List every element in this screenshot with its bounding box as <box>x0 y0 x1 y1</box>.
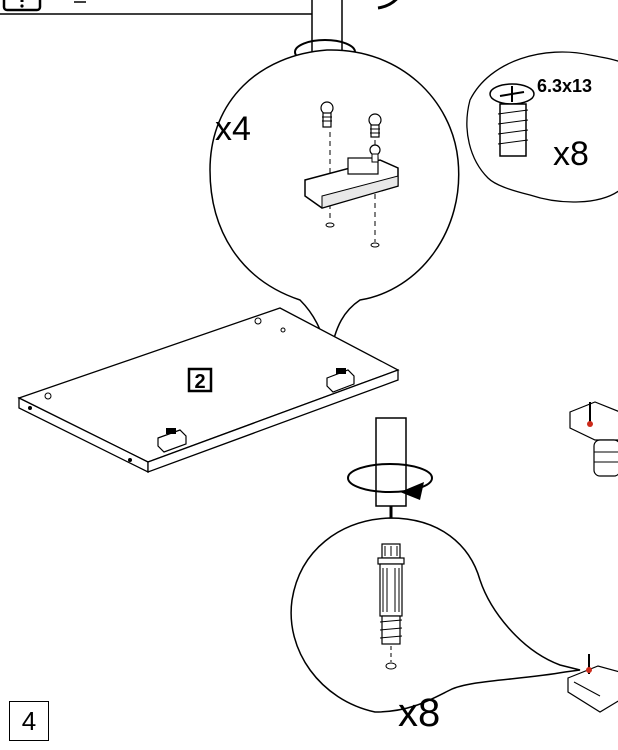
screw-quantity-label: x8 <box>553 135 589 173</box>
screw-icon <box>368 113 382 138</box>
rotation-arrow-icon <box>347 463 433 493</box>
cam-screw-icon <box>489 83 535 157</box>
panel-number-label: 2 <box>194 371 205 393</box>
panel-number-box <box>187 367 213 393</box>
bottom-quantity-label: x8 <box>398 691 440 735</box>
bottom-callout-bubble: x8 <box>290 517 581 735</box>
top-quantity-label: x4 <box>215 110 251 148</box>
bracket-icon <box>304 144 399 209</box>
side-detail-top <box>569 401 618 477</box>
screw-size-label: 6.3x13 <box>537 76 592 96</box>
caution-banner <box>0 0 319 15</box>
step-number-box: 4 <box>9 701 49 741</box>
bracket-icon <box>326 368 355 393</box>
cam-dowel-icon <box>377 543 405 645</box>
top-callout-bubble: x4 <box>209 49 460 358</box>
screw-size-callout: 6.3x13 x8 <box>466 51 618 203</box>
panel-2: 2 <box>17 307 400 474</box>
hand-curve <box>377 0 398 10</box>
screw-icon <box>320 101 334 128</box>
side-detail-bottom <box>567 654 618 713</box>
bracket-icon <box>157 428 187 453</box>
